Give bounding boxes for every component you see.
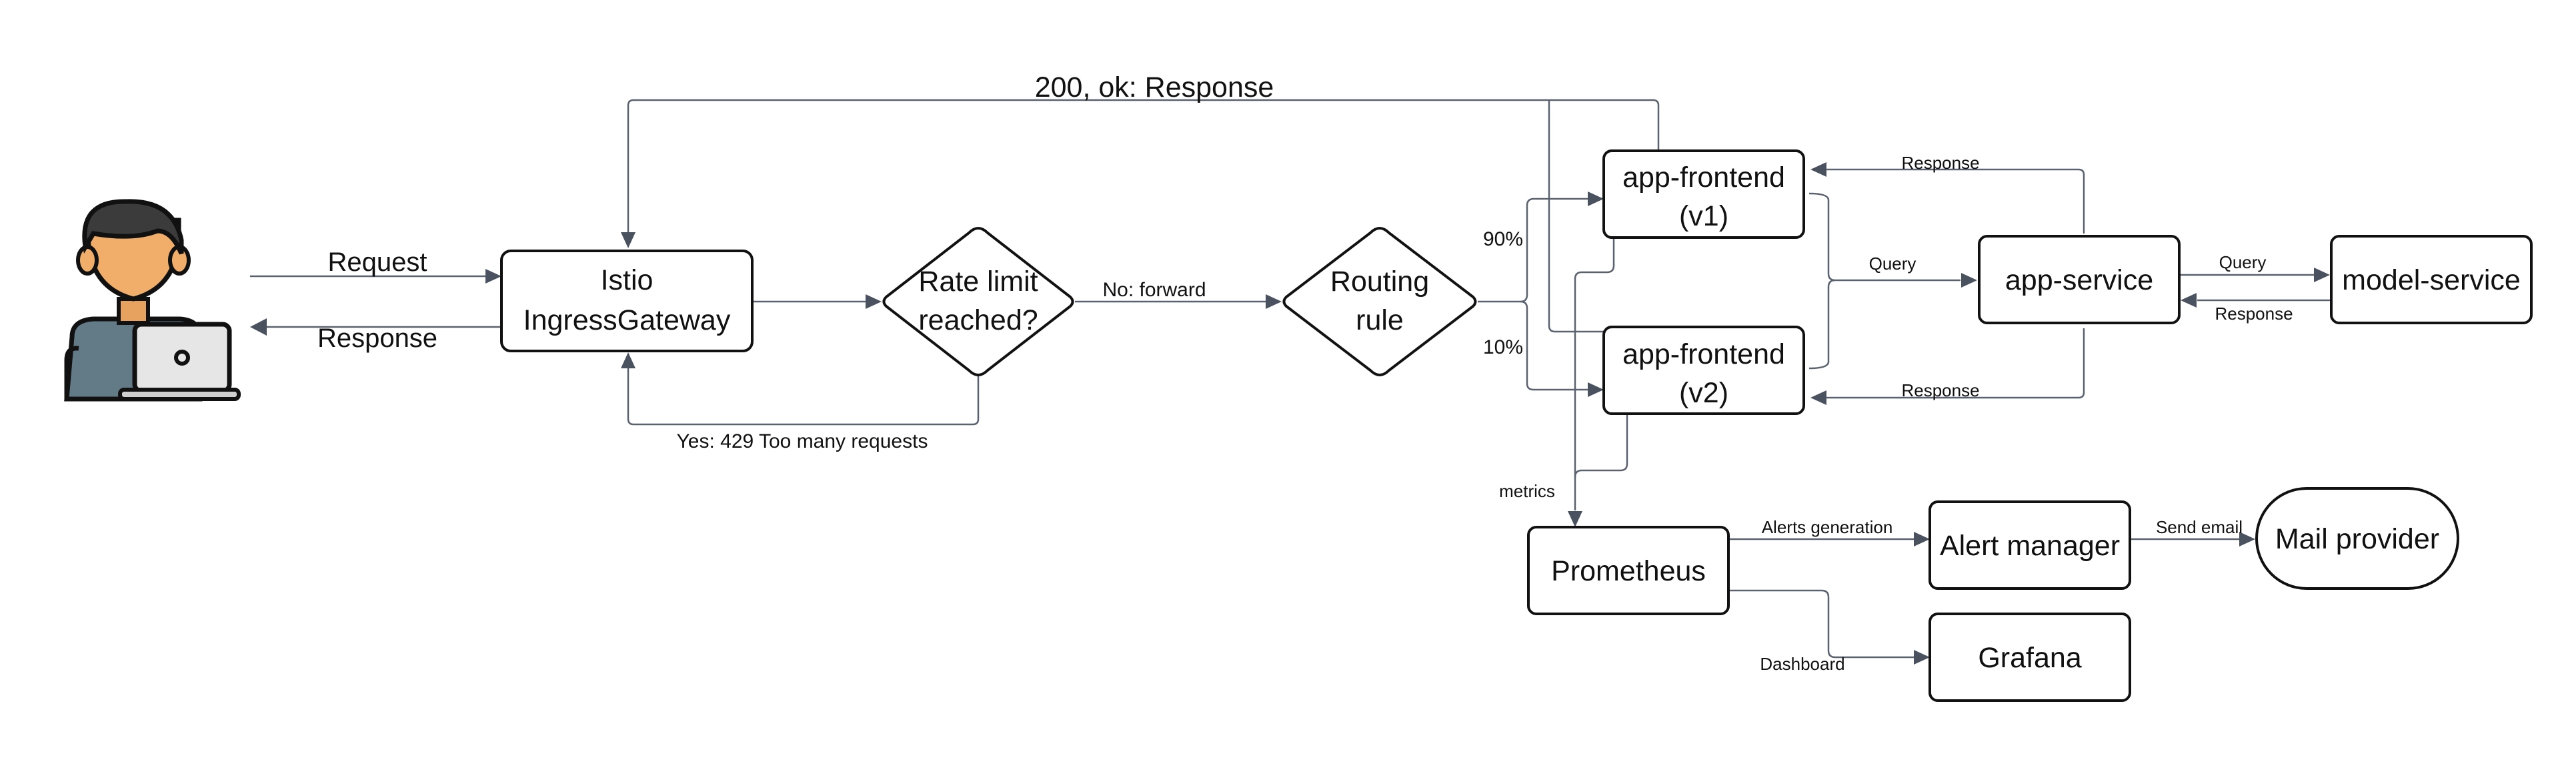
edge-route-v2	[1520, 300, 1588, 391]
grafana-label: Grafana	[1978, 642, 2081, 674]
label-query-frontend: Query	[1869, 254, 1916, 274]
label-10-percent: 10%	[1483, 336, 1523, 358]
label-metrics: metrics	[1499, 481, 1555, 501]
label-too-many: Yes: 429 Too many requests	[677, 430, 928, 452]
node-model-service: model-service	[2330, 235, 2533, 324]
edge-route-v1	[1478, 198, 1588, 303]
label-response-v1: Response	[1901, 153, 1979, 173]
label-no-forward: No: forward	[1102, 279, 1206, 301]
label-dashboard: Dashboard	[1760, 654, 1844, 674]
node-rate-limit-decision: Rate limit reached?	[882, 226, 1074, 377]
frontend-v1-line-2: (v1)	[1679, 200, 1728, 232]
edge-dashboard	[1730, 589, 1914, 659]
label-response-v2: Response	[1901, 380, 1979, 400]
istio-line-1: Istio	[601, 264, 654, 296]
frontend-v1-line-1: app-frontend	[1622, 161, 1785, 194]
mail-provider-label: Mail provider	[2275, 523, 2439, 555]
label-send-email: Send email	[2156, 517, 2243, 537]
prometheus-label: Prometheus	[1551, 555, 1706, 587]
edge-too-many	[627, 367, 980, 426]
node-mail-provider: Mail provider	[2255, 487, 2459, 590]
node-app-service: app-service	[1978, 235, 2181, 324]
istio-line-2: IngressGateway	[523, 304, 731, 336]
routing-line-1: Routing	[1330, 266, 1429, 298]
rate-limit-line-2: reached?	[918, 304, 1038, 336]
edge-response-v2	[1826, 328, 2085, 399]
alert-manager-label: Alert manager	[1940, 530, 2120, 562]
edge-response-v1	[1826, 168, 2085, 234]
user-with-laptop-icon	[64, 199, 241, 402]
node-app-frontend-v2: app-frontend (v2)	[1602, 326, 1805, 415]
node-prometheus: Prometheus	[1527, 526, 1730, 615]
frontend-v2-line-2: (v2)	[1679, 377, 1728, 409]
node-routing-rule: Routing rule	[1282, 226, 1477, 377]
routing-line-2: rule	[1356, 304, 1404, 336]
label-query-model: Query	[2219, 252, 2267, 272]
label-ok-response: 200, ok: Response	[1035, 71, 1274, 103]
label-response-user: Response	[317, 324, 437, 353]
node-istio-ingressgateway: Istio IngressGateway	[500, 250, 754, 352]
rate-limit-line-1: Rate limit	[918, 266, 1038, 298]
edge-metrics	[1574, 239, 1615, 510]
label-response-model: Response	[2215, 304, 2293, 324]
label-alerts-generation: Alerts generation	[1762, 517, 1893, 537]
node-app-frontend-v1: app-frontend (v1)	[1602, 149, 1805, 239]
node-alert-manager: Alert manager	[1928, 500, 2131, 590]
connectors	[250, 99, 2330, 665]
edge-labels: Request Response 200, ok: Response No: f…	[317, 71, 2293, 674]
label-90-percent: 90%	[1483, 228, 1523, 250]
frontend-v2-line-1: app-frontend	[1622, 338, 1785, 370]
node-grafana: Grafana	[1928, 613, 2131, 702]
app-service-label: app-service	[2005, 264, 2153, 296]
label-request: Request	[328, 248, 427, 277]
model-service-label: model-service	[2342, 264, 2521, 296]
edge-ok-response	[627, 99, 1660, 232]
